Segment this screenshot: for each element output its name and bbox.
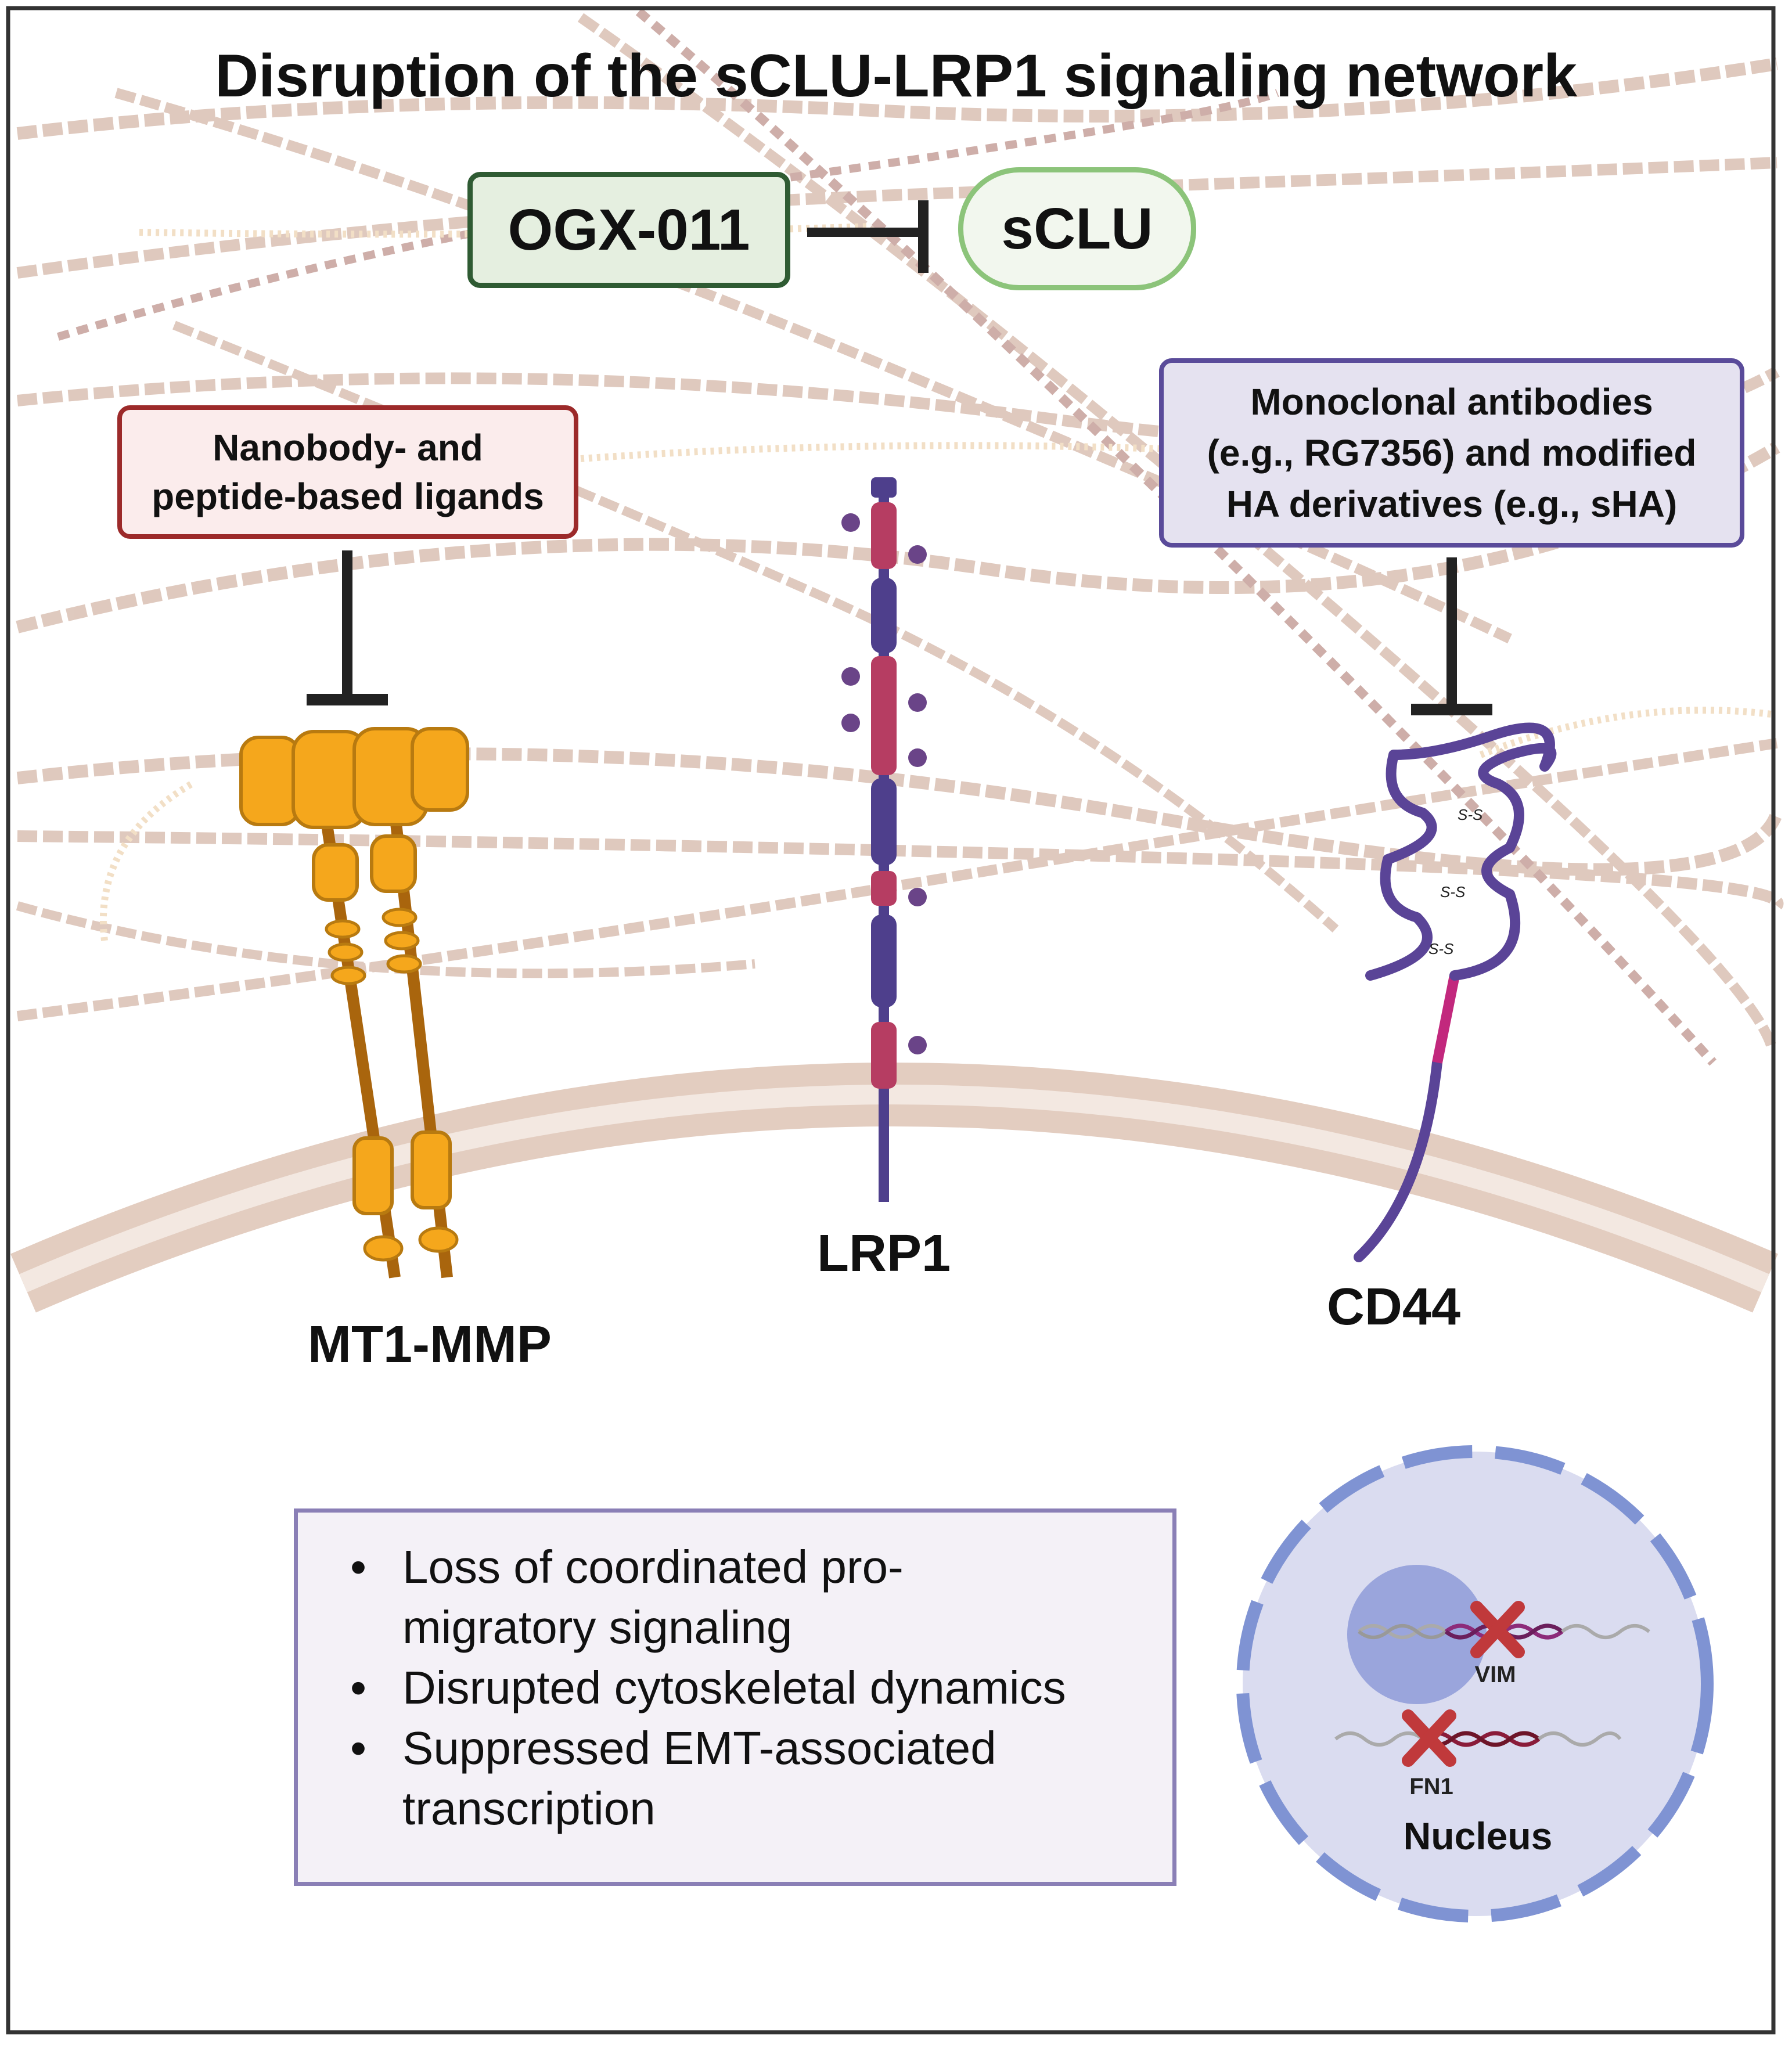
nucleus-label: Nucleus xyxy=(1404,1814,1553,1857)
disulfide-label-2: S-S xyxy=(1440,883,1466,901)
block-x-icon xyxy=(1402,1709,1456,1767)
ecm-fibers xyxy=(16,8,1784,1066)
block-x-icon xyxy=(1470,1601,1525,1658)
antibody-inhibitor-box: Monoclonal antibodies (e.g., RG7356) and… xyxy=(1159,358,1744,548)
figure-title: Disruption of the sCLU-LRP1 signaling ne… xyxy=(215,42,1577,110)
cell-membrane xyxy=(10,1063,1778,1313)
mt1-mmp-label: MT1-MMP xyxy=(308,1316,552,1374)
antibody-line-1: Monoclonal antibodies xyxy=(1250,381,1653,423)
disulfide-label-3: S-S xyxy=(1428,940,1454,957)
nucleus: VIM FN1 Nucleus xyxy=(1236,1445,1714,1922)
gene-label-fn1: FN1 xyxy=(1409,1774,1453,1799)
antibody-inhibition-arrow xyxy=(1411,557,1492,715)
nanobody-inhibitor-box: Nanobody- and peptide-based ligands xyxy=(117,405,578,539)
antibody-line-3: HA derivatives (e.g., sHA) xyxy=(1226,483,1678,525)
effect-item: Loss of coordinated pro-migratory signal… xyxy=(350,1537,1149,1658)
ogx-011-drug-box: OGX-011 xyxy=(467,172,790,288)
disulfide-label-1: S-S xyxy=(1458,806,1483,823)
dna-fn1 xyxy=(1334,1731,1622,1747)
effects-list: Loss of coordinated pro-migratory signal… xyxy=(333,1537,1149,1839)
effect-item: Disrupted cytoskeletal dynamics xyxy=(350,1658,1149,1718)
nanobody-line-2: peptide-based ligands xyxy=(152,476,544,517)
mt1-mmp-protein xyxy=(239,727,469,1279)
nanobody-line-1: Nanobody- and xyxy=(213,427,483,469)
antibody-line-2: (e.g., RG7356) and modified xyxy=(1207,432,1697,474)
ogx-011-label: OGX-011 xyxy=(508,197,750,262)
lrp1-label: LRP1 xyxy=(816,1225,951,1283)
lrp1-protein xyxy=(841,477,927,1202)
effects-summary-box: Loss of coordinated pro-migratory signal… xyxy=(294,1508,1176,1886)
gene-label-vim: VIM xyxy=(1474,1662,1516,1687)
figure-border xyxy=(6,6,1776,2035)
cd44-protein: S-S S-S S-S xyxy=(1354,722,1557,1262)
nanobody-inhibition-arrow xyxy=(307,550,388,705)
ogx-inhibition-arrow xyxy=(807,200,929,273)
cd44-label: CD44 xyxy=(1326,1278,1461,1336)
sclu-target-box: sCLU xyxy=(958,167,1196,290)
sclu-label: sCLU xyxy=(1001,196,1153,261)
